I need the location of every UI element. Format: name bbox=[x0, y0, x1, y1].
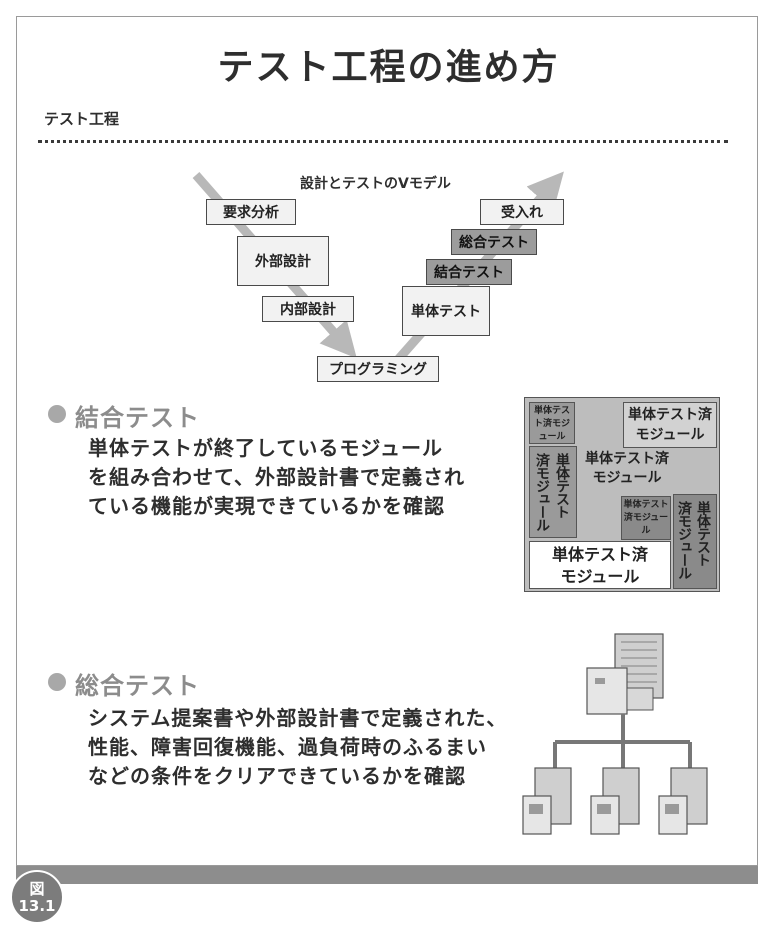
module-vertical-right: 単体テスト 済モジュール bbox=[673, 494, 717, 589]
figure-label: 図 bbox=[29, 880, 45, 898]
module-bottom: 単体テスト済 モジュール bbox=[529, 541, 671, 589]
module-vertical-right-text-2: 済モジュール bbox=[676, 501, 692, 579]
figure-number: 13.1 bbox=[18, 897, 56, 915]
v-step-external-design: 外部設計 bbox=[237, 236, 329, 286]
bullet-integration bbox=[48, 405, 66, 423]
v-model-title: 設計とテストのVモデル bbox=[300, 176, 451, 192]
network-lines bbox=[553, 714, 692, 768]
v-step-programming: プログラミング bbox=[317, 356, 439, 382]
module-vertical-left-text-2: 済モジュール bbox=[534, 453, 550, 531]
module-top-right: 単体テスト済 モジュール bbox=[623, 402, 717, 448]
client-server-left-icon bbox=[522, 767, 572, 835]
module-small-mid: 単体テスト済モジュール bbox=[621, 496, 671, 540]
section-label: テスト工程 bbox=[44, 110, 120, 128]
client-server-center-icon bbox=[590, 767, 640, 835]
v-step-system-test: 総合テスト bbox=[451, 229, 537, 255]
module-small-top: 単体テスト済モジュール bbox=[529, 402, 575, 444]
figure-badge: 図 13.1 bbox=[10, 870, 64, 924]
integration-heading: 結合テスト bbox=[75, 404, 200, 432]
module-vertical-left-text-1: 単体テスト bbox=[554, 453, 570, 518]
integration-line-2: を組み合わせて、外部設計書で定義され bbox=[88, 465, 465, 489]
module-center: 単体テスト済 モジュール bbox=[579, 450, 675, 490]
integration-line-1: 単体テストが終了しているモジュール bbox=[88, 436, 443, 460]
client-server-right-icon bbox=[658, 767, 708, 835]
system-heading: 総合テスト bbox=[75, 672, 200, 700]
integration-description: 単体テストが終了しているモジュール を組み合わせて、外部設計書で定義され ている… bbox=[88, 434, 465, 521]
system-line-1: システム提案書や外部設計書で定義された、 bbox=[88, 706, 508, 730]
v-step-unit-test: 単体テスト bbox=[402, 286, 490, 336]
system-line-2: 性能、障害回復機能、過負荷時のふるまい bbox=[88, 735, 487, 759]
footer-bar bbox=[16, 866, 758, 884]
central-server-icon bbox=[586, 633, 664, 715]
system-line-3: などの条件をクリアできているかを確認 bbox=[88, 764, 466, 788]
v-step-internal-design: 内部設計 bbox=[262, 296, 354, 322]
module-vertical-left: 単体テスト 済モジュール bbox=[529, 446, 577, 538]
v-step-requirements: 要求分析 bbox=[206, 199, 296, 225]
integration-line-3: ている機能が実現できているかを確認 bbox=[88, 494, 445, 518]
v-step-integration-test: 結合テスト bbox=[426, 259, 512, 285]
dotted-divider bbox=[38, 140, 728, 143]
module-vertical-right-text-1: 単体テスト bbox=[695, 501, 711, 566]
bullet-system bbox=[48, 673, 66, 691]
server-network-illustration bbox=[522, 633, 708, 835]
system-description: システム提案書や外部設計書で定義された、 性能、障害回復機能、過負荷時のふるまい… bbox=[88, 704, 507, 791]
page-title: テスト工程の進め方 bbox=[217, 47, 560, 88]
v-step-acceptance: 受入れ bbox=[480, 199, 564, 225]
module-diagram: 単体テスト済モジュール 単体テスト済 モジュール 単体テスト 済モジュール 単体… bbox=[524, 397, 720, 592]
